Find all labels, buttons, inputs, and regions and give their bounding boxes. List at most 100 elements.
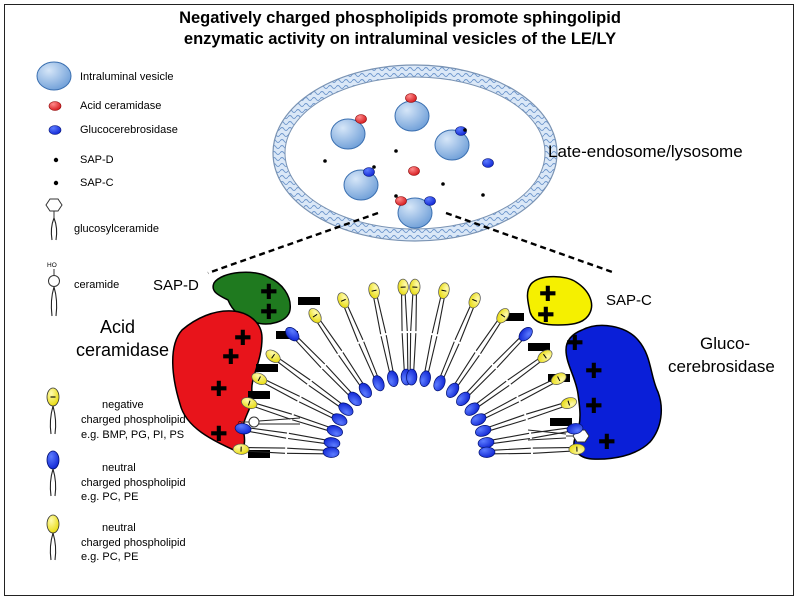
phospholipid xyxy=(470,396,520,426)
phospholipid xyxy=(286,446,340,458)
intraluminal-vesicle xyxy=(397,197,433,229)
minus-charge xyxy=(550,418,572,426)
organelle-label: Late-endosome/lysosome xyxy=(548,142,743,161)
plus-charge: ✚ xyxy=(585,394,603,418)
glucocerebrosidase-marker xyxy=(363,167,375,177)
sapc-label: SAP-C xyxy=(606,292,652,309)
phospholipid xyxy=(308,380,354,416)
acid-ceramidase-label-line-1: Acid xyxy=(100,317,135,337)
phospholipid xyxy=(337,292,364,343)
intraluminal-vesicle xyxy=(330,118,366,150)
intraluminal-vesicle xyxy=(343,169,379,201)
phospholipid xyxy=(265,349,311,385)
phospholipid xyxy=(454,292,481,343)
phospholipid xyxy=(478,446,532,458)
phospholipid xyxy=(475,308,510,354)
acid-ceramidase-marker xyxy=(395,196,407,206)
sap-dot xyxy=(463,128,467,132)
plus-charge: ✚ xyxy=(260,280,278,304)
phospholipid xyxy=(530,423,584,439)
minus-charge xyxy=(502,313,524,321)
plus-charge: ✚ xyxy=(210,377,228,401)
phospholipid xyxy=(397,278,409,332)
title-line-2: enzymatic activity on intraluminal vesic… xyxy=(183,30,617,48)
legend-vesicle-icon xyxy=(36,61,72,91)
legend-acid-ceramidase-label: Acid ceramidase xyxy=(80,100,161,112)
plus-charge: ✚ xyxy=(537,303,555,327)
minus-charge xyxy=(248,391,270,399)
sap-dot xyxy=(323,159,327,163)
glucocerebrosidase-marker xyxy=(424,196,436,206)
legend-negative-line-2: charged phospholipid xyxy=(81,414,186,426)
plus-charge: ✚ xyxy=(566,331,584,355)
phospholipid xyxy=(532,443,586,455)
glucocerebrosidase-label-line-2: cerebrosidase xyxy=(668,357,775,376)
phospholipid xyxy=(308,308,343,354)
phospholipid xyxy=(234,423,288,439)
legend-acid-ceramidase-icon xyxy=(48,101,62,111)
legend-sapd-label: SAP-D xyxy=(80,154,114,166)
phospholipid-bilayer xyxy=(232,278,586,458)
phospholipid xyxy=(456,365,497,407)
plus-charge: ✚ xyxy=(210,422,228,446)
plus-charge: ✚ xyxy=(598,430,616,454)
plus-charge: ✚ xyxy=(585,359,603,383)
minus-charge xyxy=(298,297,320,305)
phospholipid xyxy=(464,380,510,416)
phospholipid xyxy=(251,372,300,402)
legend-negative-line-1: negative xyxy=(102,399,144,411)
phospholipid xyxy=(285,327,326,368)
acid-ceramidase-marker xyxy=(408,166,420,176)
phospholipid xyxy=(292,414,343,437)
phospholipid xyxy=(368,282,387,335)
sapc-protein xyxy=(526,275,593,326)
acid-ceramidase-label-line-2: ceramidase xyxy=(76,340,169,360)
phospholipid xyxy=(475,414,526,437)
phospholipid xyxy=(507,349,553,385)
glucocerebrosidase-marker xyxy=(482,158,494,168)
positive-charges: ✚ ✚ ✚ ✚ ✚ ✚ ✚ ✚ ✚ ✚ ✚ ✚ xyxy=(210,280,616,454)
legend-glucosylceramide-icon xyxy=(45,198,63,241)
acid-ceramidase-marker xyxy=(405,93,417,103)
sap-dot xyxy=(481,193,485,197)
legend-glucocerebrosidase-icon xyxy=(48,125,62,135)
sap-dot xyxy=(372,165,376,169)
plus-charge: ✚ xyxy=(222,345,240,369)
legend-neutral-yellow-line-1: neutral xyxy=(102,522,136,534)
sap-dot xyxy=(394,149,398,153)
phospholipid xyxy=(358,341,385,392)
legend-neutral-yellow-line-2: charged phospholipid xyxy=(81,537,186,549)
minus-charge xyxy=(528,343,550,351)
legend-ceramide-icon: HO xyxy=(47,262,60,317)
phospholipid xyxy=(321,365,362,407)
glucocerebrosidase-label-line-1: Gluco- xyxy=(700,334,750,353)
legend-sapc-dot xyxy=(53,180,59,186)
legend-neutral-blue-phospholipid-icon xyxy=(46,450,60,497)
figure-title: Negatively charged phospholipids promote… xyxy=(0,8,800,50)
glucocerebrosidase-protein xyxy=(565,324,663,460)
phospholipid xyxy=(298,396,348,426)
minus-charge xyxy=(256,364,278,372)
plus-charge: ✚ xyxy=(539,282,557,306)
legend-neutral-blue-line-3: e.g. PC, PE xyxy=(81,491,138,503)
legend-ceramide-label: ceramide xyxy=(74,279,119,291)
plus-charge: ✚ xyxy=(234,326,252,350)
zoom-line-right xyxy=(445,211,616,275)
legend-negative-line-3: e.g. BMP, PG, PI, PS xyxy=(81,429,184,441)
phospholipid xyxy=(232,443,286,455)
phospholipid xyxy=(433,341,460,392)
legend-neutral-yellow-phospholipid-icon xyxy=(46,514,60,561)
legend-sapc-label: SAP-C xyxy=(80,177,114,189)
legend-neutral-yellow-line-3: e.g. PC, PE xyxy=(81,551,138,563)
phospholipid xyxy=(288,432,341,449)
phospholipid xyxy=(406,332,418,386)
sap-dot xyxy=(441,182,445,186)
intraluminal-vesicle xyxy=(434,129,470,161)
phospholipid xyxy=(518,372,567,402)
acid-ceramidase-marker xyxy=(355,114,367,124)
sap-dot xyxy=(394,194,398,198)
sapd-label: SAP-D xyxy=(153,277,199,294)
minus-charge xyxy=(248,450,270,458)
legend-ho-label: HO xyxy=(47,262,57,269)
